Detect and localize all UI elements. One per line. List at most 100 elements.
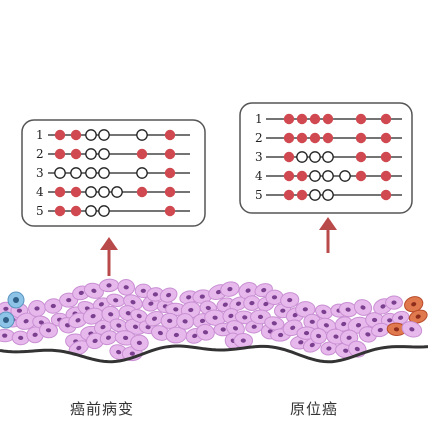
cell-nucleus (16, 308, 22, 313)
cell-nucleus (91, 288, 97, 293)
cell-nucleus (380, 304, 386, 309)
epithelial-cell (98, 278, 120, 293)
filled-marker (296, 132, 308, 144)
epithelial-cell (44, 298, 63, 314)
epithelial-cell (28, 299, 46, 318)
cell-nucleus (398, 315, 404, 320)
row-number: 1 (36, 128, 44, 142)
open-marker (85, 167, 97, 179)
cell-nucleus (377, 327, 383, 333)
epithelial-cell (145, 311, 164, 327)
filled-marker (70, 129, 82, 141)
filled-marker (283, 151, 295, 163)
filled-marker (54, 129, 66, 141)
epithelial-cell (315, 304, 333, 320)
cell-nucleus (106, 283, 112, 288)
cell-nucleus (92, 338, 98, 344)
epithelium-tissue (0, 278, 428, 362)
filled-marker (164, 167, 176, 179)
cell-nucleus (75, 318, 81, 323)
cell-nucleus (123, 285, 129, 290)
epithelial-cell (117, 278, 135, 296)
epithelial-cell (179, 290, 199, 305)
filled-marker (355, 113, 367, 125)
open-marker (309, 170, 321, 182)
cell-nucleus (45, 328, 52, 333)
cell-nucleus (278, 332, 284, 338)
cell-nucleus (98, 302, 104, 307)
open-marker (339, 170, 351, 182)
epithelial-cell (99, 330, 118, 346)
cell-nucleus (100, 324, 106, 330)
open-marker (98, 148, 110, 160)
cell-nucleus (235, 301, 242, 306)
epithelial-cell (83, 282, 104, 299)
cell-nucleus (23, 319, 29, 324)
open-marker (85, 148, 97, 160)
cell-nucleus (50, 303, 56, 309)
cell-nucleus (341, 321, 347, 327)
epithelial-cell (176, 313, 194, 330)
epithelial-cell (130, 308, 149, 324)
filled-marker (380, 132, 392, 144)
cell-nucleus (199, 318, 206, 324)
epithelial-cell (234, 310, 255, 325)
cell-nucleus (215, 289, 222, 295)
cell-nucleus (309, 342, 315, 348)
filled-marker (380, 151, 392, 163)
epithelial-cell (101, 305, 120, 323)
cell-nucleus (415, 314, 421, 319)
cell-nucleus (290, 325, 296, 330)
cell-nucleus (251, 324, 257, 329)
cell-nucleus (32, 332, 38, 337)
row-number: 4 (255, 169, 263, 183)
filled-marker (54, 186, 66, 198)
cell-nucleus (346, 335, 352, 340)
filled-marker (54, 148, 66, 160)
filled-marker (355, 151, 367, 163)
cell-nucleus (391, 300, 397, 305)
epithelial-cell (192, 289, 213, 304)
cell-nucleus (116, 323, 122, 328)
cell-nucleus (263, 301, 269, 307)
open-marker (85, 205, 97, 217)
epithelial-cell (264, 316, 285, 331)
filled-marker (355, 170, 367, 182)
cell-nucleus (227, 286, 233, 292)
stage-2-up-arrow (319, 217, 337, 253)
row-number: 3 (255, 150, 263, 164)
open-marker (322, 170, 334, 182)
filled-marker (283, 113, 295, 125)
row-number: 1 (255, 112, 263, 126)
open-marker (85, 129, 97, 141)
cell-nucleus (90, 313, 96, 319)
epithelial-cell (0, 328, 15, 343)
stage-1-up-arrow (100, 237, 118, 276)
cell-nucleus (212, 315, 218, 320)
cell-nucleus (365, 332, 371, 337)
filled-marker (380, 113, 392, 125)
basement-membrane (0, 344, 428, 364)
cell-nucleus (220, 327, 226, 332)
epithelial-cell (280, 292, 300, 309)
filled-marker (309, 113, 321, 125)
epithelial-cell (68, 312, 88, 329)
cell-nucleus (105, 335, 112, 340)
cell-nucleus (303, 330, 310, 336)
cell-nucleus (140, 288, 146, 293)
cell-nucleus (148, 301, 154, 306)
epithelial-cell (39, 322, 58, 339)
cell-nucleus (136, 313, 142, 319)
cell-nucleus (354, 346, 360, 352)
cell-nucleus (188, 307, 194, 313)
cell-nucleus (157, 330, 163, 336)
filled-marker (283, 132, 295, 144)
immune-cell (7, 291, 25, 309)
epithelial-cell (130, 334, 149, 352)
cell-nucleus (3, 306, 9, 311)
epithelial-cell (229, 296, 248, 312)
filled-marker (70, 186, 82, 198)
